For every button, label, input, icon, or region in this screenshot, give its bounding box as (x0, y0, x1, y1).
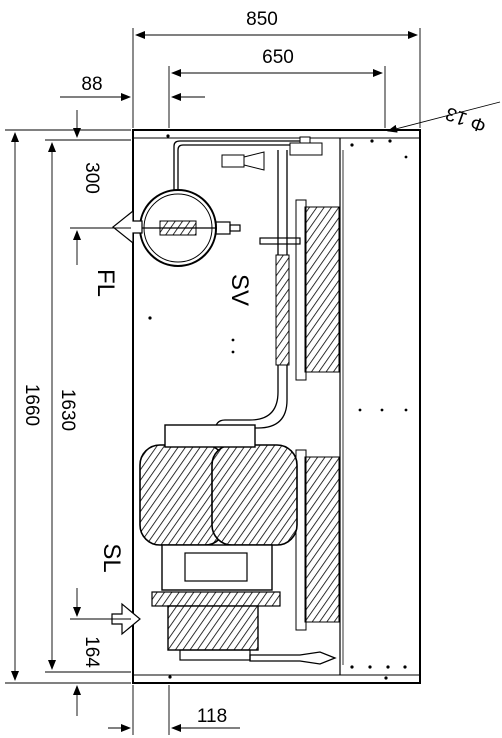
dim-1660: 1660 (21, 384, 42, 426)
compressor-window (184, 552, 248, 582)
dimension-lines (5, 28, 501, 735)
receiver-valve (215, 221, 231, 235)
panel-screws (148, 134, 408, 680)
label-fl: FL (92, 269, 119, 297)
dim-164: 164 (81, 636, 102, 668)
dim-diameter: Φ 13 (443, 102, 489, 136)
dim-300: 300 (81, 162, 102, 194)
bottom-pipe (249, 651, 337, 665)
dim-88: 88 (81, 74, 102, 95)
fan-lower-frame (295, 449, 307, 631)
label-sl: SL (98, 543, 125, 572)
fan-lower (304, 456, 340, 623)
compressor-foot (179, 649, 251, 661)
dim-650: 650 (262, 47, 294, 68)
fl-flow-arrow (112, 209, 143, 245)
fan-upper (304, 206, 340, 373)
compressor-motor (167, 605, 259, 651)
top-valves (221, 136, 323, 171)
diameter-leader (387, 101, 501, 133)
condenser-fans (295, 199, 340, 631)
compressor-head (164, 424, 256, 448)
cabinet (132, 129, 421, 684)
label-sv: SV (226, 274, 253, 306)
dim-118: 118 (197, 706, 227, 727)
receiver-valve-cap (229, 224, 241, 232)
compressor-block-right (211, 444, 298, 546)
filter-drier (275, 254, 290, 366)
dim-850: 850 (246, 9, 278, 30)
piping (173, 136, 323, 452)
compressor-base-bar (151, 591, 281, 607)
compressor (139, 424, 298, 661)
dim-1630: 1630 (57, 389, 78, 431)
liquid-receiver (139, 189, 241, 267)
compressor-frame (161, 544, 273, 591)
cabinet-frame (132, 129, 421, 684)
fan-upper-frame (295, 199, 307, 381)
pipe-clamp (259, 237, 301, 245)
